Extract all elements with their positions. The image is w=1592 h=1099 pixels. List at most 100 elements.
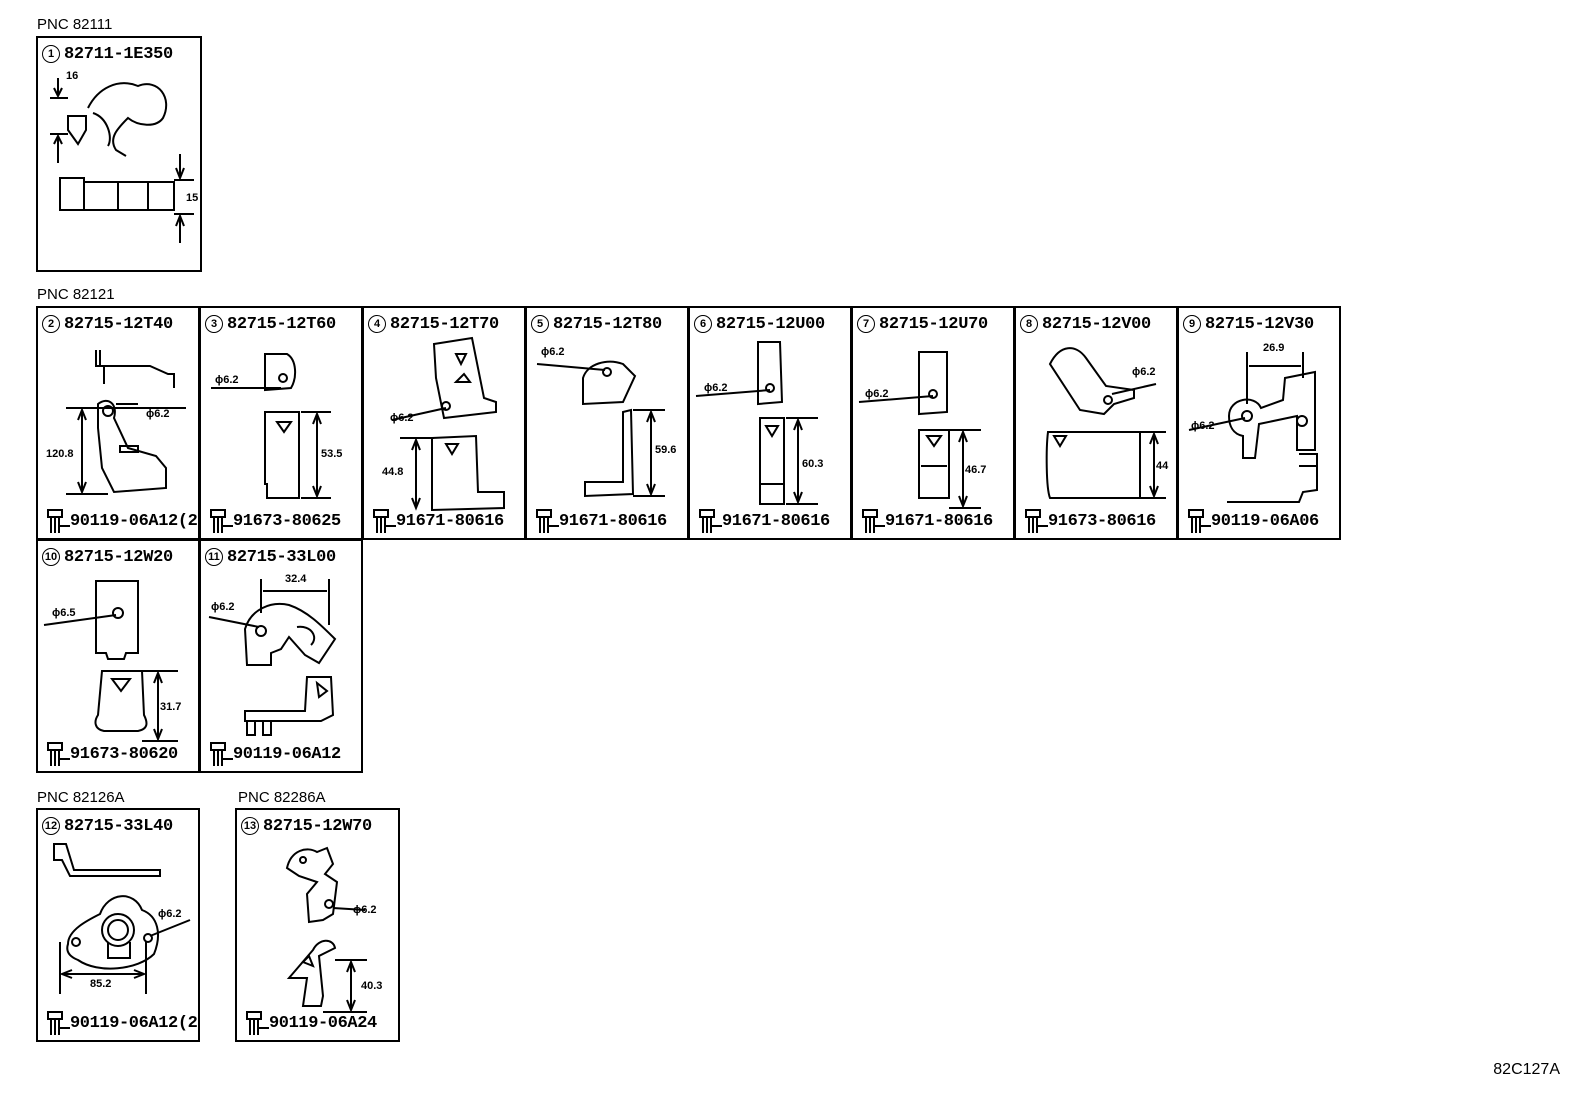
bolt-part-number[interactable]: 91673-80625	[233, 511, 341, 531]
part-header: 12 82715-33L40	[42, 814, 173, 838]
part-header: 13 82715-12W70	[241, 814, 372, 838]
part-header: 10 82715-12W20	[42, 545, 173, 569]
part-number[interactable]: 82715-12U70	[879, 314, 988, 334]
part-cell-8[interactable]: 8 82715-12V00 ϕ6.2 44 91673-80616	[1014, 306, 1178, 540]
bolt-callout: 91673-80616	[1022, 508, 1156, 534]
bolt-callout: 90119-06A06	[1185, 508, 1319, 534]
part-cell-1[interactable]: 1 82711-1E350 16 15	[36, 36, 202, 272]
bolt-icon	[373, 509, 396, 533]
bolt-part-number[interactable]: 90119-06A24	[269, 1013, 377, 1033]
dimension-label: 26.9	[1263, 342, 1285, 354]
part-cell-10[interactable]: 10 82715-12W20 ϕ6.5 31.7 91673-80620	[36, 539, 200, 773]
bolt-callout: 91671-80616	[370, 508, 504, 534]
dimension-label: ϕ6.2	[215, 374, 239, 386]
bolt-part-number[interactable]: 91671-80616	[885, 511, 993, 531]
dimension-label: 15	[186, 192, 199, 204]
part-cell-5[interactable]: 5 82715-12T80 ϕ6.2 59.6 91671-80616	[525, 306, 689, 540]
section-label-pnc-82111: PNC 82111	[37, 16, 113, 33]
bolt-icon	[47, 742, 70, 766]
part-cell-2[interactable]: 2 82715-12T40 ϕ6.2 120.8 90119-06A12(2)	[36, 306, 200, 540]
section-label-pnc-82121: PNC 82121	[37, 286, 115, 303]
bolt-callout: 90119-06A12(2)	[44, 508, 200, 534]
bolt-icon	[47, 509, 70, 533]
bolt-icon	[47, 1011, 70, 1035]
dimension-label: ϕ6.2	[865, 388, 889, 400]
bracket-drawing	[536, 360, 665, 498]
item-number: 3	[205, 315, 223, 333]
dimension-label: ϕ6.2	[146, 408, 170, 420]
part-header: 6 82715-12U00	[694, 312, 825, 336]
dimension-label: ϕ6.5	[52, 607, 76, 619]
part-cell-11[interactable]: 11 82715-33L00 32.4 ϕ6.2 90119-06A12	[199, 539, 363, 773]
dimension-label: ϕ6.2	[704, 382, 728, 394]
bolt-part-number[interactable]: 91671-80616	[722, 511, 830, 531]
part-cell-9[interactable]: 9 82715-12V30 26.9 ϕ6.2 90119-06A06	[1177, 306, 1341, 540]
part-number[interactable]: 82715-12W20	[64, 547, 173, 567]
dimension-label: ϕ6.2	[353, 904, 377, 916]
part-number[interactable]: 82715-12T80	[553, 314, 662, 334]
item-number: 13	[241, 817, 259, 835]
item-number: 7	[857, 315, 875, 333]
dimension-label: 16	[66, 70, 79, 82]
part-header: 11 82715-33L00	[205, 545, 336, 569]
dimension-label: ϕ6.2	[1132, 366, 1156, 378]
dimension-label: ϕ6.2	[541, 346, 565, 358]
item-number: 5	[531, 315, 549, 333]
part-number[interactable]: 82715-12W70	[263, 816, 372, 836]
dimension-label: ϕ6.2	[1191, 420, 1215, 432]
bolt-part-number[interactable]: 91673-80620	[70, 744, 178, 764]
bolt-part-number[interactable]: 90119-06A12(2)	[70, 1013, 200, 1033]
bolt-part-number[interactable]: 91671-80616	[559, 511, 667, 531]
bolt-callout: 90119-06A12(2)	[44, 1010, 200, 1036]
bracket-drawing	[285, 846, 367, 1013]
part-number[interactable]: 82715-12V00	[1042, 314, 1151, 334]
bolt-icon	[1025, 509, 1048, 533]
bracket-drawing	[858, 351, 981, 509]
item-number: 4	[368, 315, 386, 333]
part-cell-6[interactable]: 6 82715-12U00 ϕ6.2 60.3 91671-80616	[688, 306, 852, 540]
part-number[interactable]: 82715-33L40	[64, 816, 173, 836]
dimension-label: 40.3	[361, 980, 383, 992]
dimension-label: 44	[1156, 460, 1169, 472]
bolt-callout: 90119-06A12	[207, 741, 341, 767]
part-cell-7[interactable]: 7 82715-12U70 ϕ6.2 46.7 91671-80616	[851, 306, 1015, 540]
bolt-part-number[interactable]: 90119-06A12	[233, 744, 341, 764]
dimension-label: 53.5	[321, 448, 343, 460]
bolt-icon	[862, 509, 885, 533]
item-number: 12	[42, 817, 60, 835]
dimension-label: 59.6	[655, 444, 677, 456]
section-label-pnc-82126a: PNC 82126A	[37, 789, 125, 806]
diagram-code: 82C127A	[1493, 1061, 1560, 1078]
part-number[interactable]: 82715-33L00	[227, 547, 336, 567]
part-number[interactable]: 82715-12T60	[227, 314, 336, 334]
bolt-callout: 91671-80616	[696, 508, 830, 534]
part-number[interactable]: 82715-12U00	[716, 314, 825, 334]
part-number[interactable]: 82715-12V30	[1205, 314, 1314, 334]
bracket-drawing	[695, 341, 818, 505]
bracket-drawing	[1188, 352, 1318, 503]
part-cell-4[interactable]: 4 82715-12T70 ϕ6.2 44.8 91671-80616	[362, 306, 526, 540]
part-header: 1 82711-1E350	[42, 42, 173, 66]
bolt-icon	[536, 509, 559, 533]
bolt-part-number[interactable]: 91671-80616	[396, 511, 504, 531]
item-number: 2	[42, 315, 60, 333]
part-number[interactable]: 82715-12T40	[64, 314, 173, 334]
part-header: 3 82715-12T60	[205, 312, 336, 336]
bolt-part-number[interactable]: 90119-06A06	[1211, 511, 1319, 531]
bolt-part-number[interactable]: 90119-06A12(2)	[70, 511, 200, 531]
dimension-label: 31.7	[160, 701, 182, 713]
dimension-label: 120.8	[46, 448, 74, 460]
item-number: 11	[205, 548, 223, 566]
bolt-callout: 90119-06A24	[243, 1010, 377, 1036]
part-cell-13[interactable]: 13 82715-12W70 ϕ6.2 40.3 90119-06A24	[235, 808, 400, 1042]
bolt-icon	[1188, 509, 1211, 533]
part-number[interactable]: 82711-1E350	[64, 44, 173, 64]
part-number[interactable]: 82715-12T70	[390, 314, 499, 334]
item-number: 10	[42, 548, 60, 566]
part-header: 8 82715-12V00	[1020, 312, 1151, 336]
dimension-label: 46.7	[965, 464, 987, 476]
part-cell-3[interactable]: 3 82715-12T60 ϕ6.2 53.5 91673-80625	[199, 306, 363, 540]
part-cell-12[interactable]: 12 82715-33L40 ϕ6.2 85.2 90119-06A12(2)	[36, 808, 200, 1042]
bolt-callout: 91673-80620	[44, 741, 178, 767]
bolt-part-number[interactable]: 91673-80616	[1048, 511, 1156, 531]
